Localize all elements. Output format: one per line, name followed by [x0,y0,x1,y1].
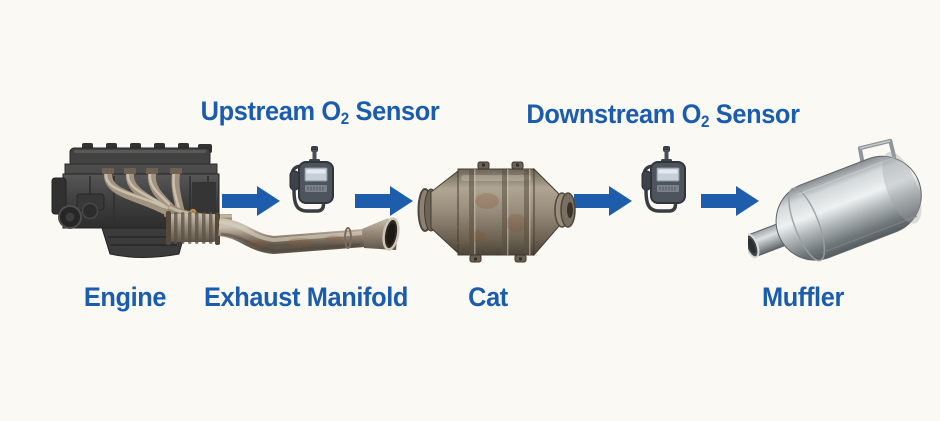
o2-sensor-gauge-icon [289,146,334,213]
arrow-shape [355,186,413,216]
muffler-label: Muffler [762,282,844,312]
engine-label: Engine [83,282,167,312]
upstream-label-text-2: Sensor [348,96,440,126]
cat-label: Cat [468,282,508,312]
arrow-shape [574,186,632,216]
right-arrow-icon [574,186,632,216]
downstream-o2-sensor-label: Downstream O2 Sensor [522,99,804,131]
upstream-label-subscript: 2 [340,109,349,128]
engine-image [51,143,232,258]
right-arrow-icon [701,186,759,216]
arrow-shape [222,186,280,216]
right-arrow-icon [355,186,413,216]
downstream-label-text: Downstream O [526,99,702,129]
downstream-label-text-2: Sensor [709,99,800,129]
upstream-label-text: Upstream O [200,96,341,126]
muffler-image [748,138,922,262]
upstream-o2-sensor-label: Upstream O2 Sensor [179,96,461,128]
downstream-label-subscript: 2 [701,112,710,131]
catalytic-converter-image [417,161,576,263]
o2-sensor-gauge-icon [641,146,686,213]
right-arrow-icon [222,186,280,216]
arrow-shape [701,186,759,216]
exhaust-manifold-image [166,211,400,255]
exhaust-manifold-label: Exhaust Manifold [203,282,409,312]
